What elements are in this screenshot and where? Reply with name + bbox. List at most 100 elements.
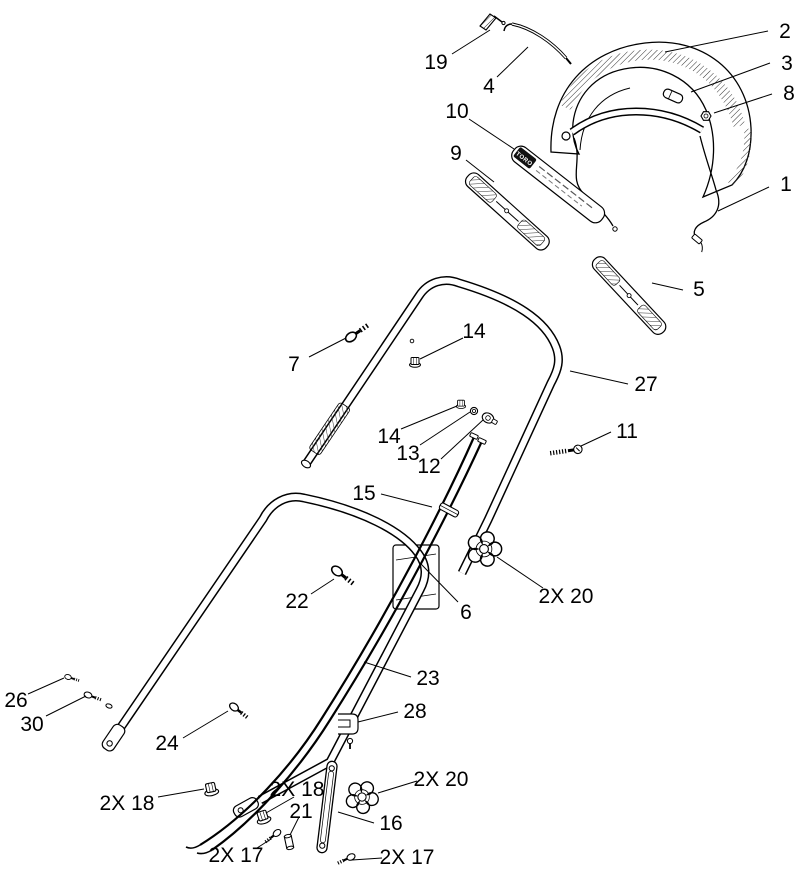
callout-14b: 14 bbox=[377, 425, 401, 448]
callout-13: 13 bbox=[396, 442, 419, 465]
part-20-knob-lower bbox=[343, 777, 383, 817]
leader-line bbox=[308, 337, 347, 358]
callout-28: 28 bbox=[403, 700, 426, 723]
leader-line bbox=[496, 46, 529, 78]
part-20-knob-upper bbox=[467, 531, 503, 567]
callout-18a: 2X 18 bbox=[100, 792, 155, 815]
leader-line bbox=[664, 30, 769, 53]
leader-line bbox=[265, 796, 295, 814]
leader-line bbox=[651, 282, 684, 291]
leader-line bbox=[468, 118, 515, 150]
callout-8: 8 bbox=[783, 82, 795, 105]
part-21-spacer bbox=[283, 833, 295, 851]
callout-20a: 2X 20 bbox=[539, 585, 594, 608]
leader-lines bbox=[27, 29, 773, 861]
callout-9: 9 bbox=[450, 142, 462, 165]
part-5-grip-strip bbox=[591, 256, 667, 335]
leader-line bbox=[717, 186, 770, 212]
part-13-washer bbox=[469, 406, 479, 416]
part-3-cylinder bbox=[662, 88, 684, 104]
leader-line bbox=[380, 493, 433, 508]
leader-line bbox=[713, 93, 773, 114]
part-30-screw bbox=[81, 689, 105, 705]
part-10-decal-strip: TORO bbox=[511, 145, 606, 224]
part-11-screw bbox=[549, 444, 583, 456]
callout-17a: 2X 17 bbox=[209, 844, 264, 867]
leader-line bbox=[440, 419, 484, 460]
callout-23: 23 bbox=[416, 667, 439, 690]
part-28-clamp bbox=[338, 713, 359, 749]
part-24-bolt bbox=[226, 699, 253, 724]
leader-line bbox=[420, 563, 459, 603]
part-7-bolt bbox=[344, 321, 372, 344]
part-16-link bbox=[316, 760, 338, 854]
callout-18b: 2X 18 bbox=[270, 778, 325, 801]
leader-line bbox=[419, 411, 471, 446]
part-15-cable-adjuster bbox=[438, 502, 460, 518]
leader-line bbox=[45, 695, 87, 717]
callout-4: 4 bbox=[483, 75, 495, 98]
part-19-clip bbox=[479, 13, 506, 31]
leader-line bbox=[569, 370, 629, 385]
leader-line bbox=[310, 578, 335, 595]
handle-grip-hatch bbox=[309, 402, 350, 455]
part-14-nut-upper bbox=[409, 357, 421, 368]
leader-line bbox=[400, 405, 458, 430]
part-14-nut-mid bbox=[455, 399, 467, 409]
callout-6: 6 bbox=[460, 601, 472, 624]
leader-line bbox=[357, 711, 399, 723]
leader-line bbox=[465, 159, 495, 183]
callout-27: 27 bbox=[634, 373, 657, 396]
handle-end-plate-left bbox=[101, 723, 126, 752]
part-26-screw bbox=[62, 672, 83, 685]
callout-5: 5 bbox=[693, 278, 705, 301]
leader-line bbox=[496, 556, 544, 589]
part-23-cables bbox=[185, 432, 487, 855]
leader-line bbox=[363, 661, 412, 678]
callout-19: 19 bbox=[424, 51, 447, 74]
callout-24: 24 bbox=[155, 732, 179, 755]
part-6-lower-handle bbox=[101, 492, 430, 818]
leader-line bbox=[580, 431, 612, 447]
part-27-upper-handle bbox=[300, 276, 563, 575]
callout-26: 26 bbox=[4, 689, 27, 712]
callout-2: 2 bbox=[779, 20, 791, 43]
leader-line bbox=[351, 857, 383, 861]
leader-line bbox=[182, 710, 229, 739]
part-9-grip-strip bbox=[464, 172, 550, 251]
leader-line bbox=[157, 788, 205, 798]
leader-line bbox=[27, 677, 65, 695]
callout-22: 22 bbox=[285, 590, 308, 613]
callout-12: 12 bbox=[417, 455, 440, 478]
callout-1: 1 bbox=[780, 173, 792, 196]
part-18-nut-left bbox=[202, 781, 220, 798]
callout-17b: 2X 17 bbox=[380, 846, 435, 869]
leader-line bbox=[377, 780, 418, 794]
callout-30: 30 bbox=[20, 713, 43, 736]
leader-line bbox=[289, 816, 300, 836]
part-8-nut bbox=[700, 111, 712, 121]
callout-7: 7 bbox=[288, 353, 300, 376]
leader-line bbox=[690, 62, 771, 93]
callout-16: 16 bbox=[379, 812, 402, 835]
callout-11: 11 bbox=[616, 420, 638, 443]
part-4-rod bbox=[503, 22, 572, 65]
callout-20b: 2X 20 bbox=[414, 768, 469, 791]
part-12-collar bbox=[481, 412, 498, 425]
callout-labels: 19 2 3 8 4 10 9 1 5 14 7 27 14 13 12 11 … bbox=[4, 20, 795, 869]
part-1-cable bbox=[691, 189, 720, 253]
callout-14a: 14 bbox=[462, 320, 486, 343]
toro-logo bbox=[513, 147, 537, 169]
callout-15: 15 bbox=[352, 482, 375, 505]
leader-line bbox=[256, 838, 272, 849]
leader-line bbox=[337, 811, 375, 824]
leader-line bbox=[419, 337, 464, 360]
part-22-bolt bbox=[330, 564, 357, 588]
callout-3: 3 bbox=[781, 52, 793, 75]
part-30-washer bbox=[105, 703, 113, 709]
leader-line bbox=[451, 29, 491, 55]
callout-10: 10 bbox=[445, 100, 468, 123]
part-2-handle-housing bbox=[550, 41, 752, 232]
